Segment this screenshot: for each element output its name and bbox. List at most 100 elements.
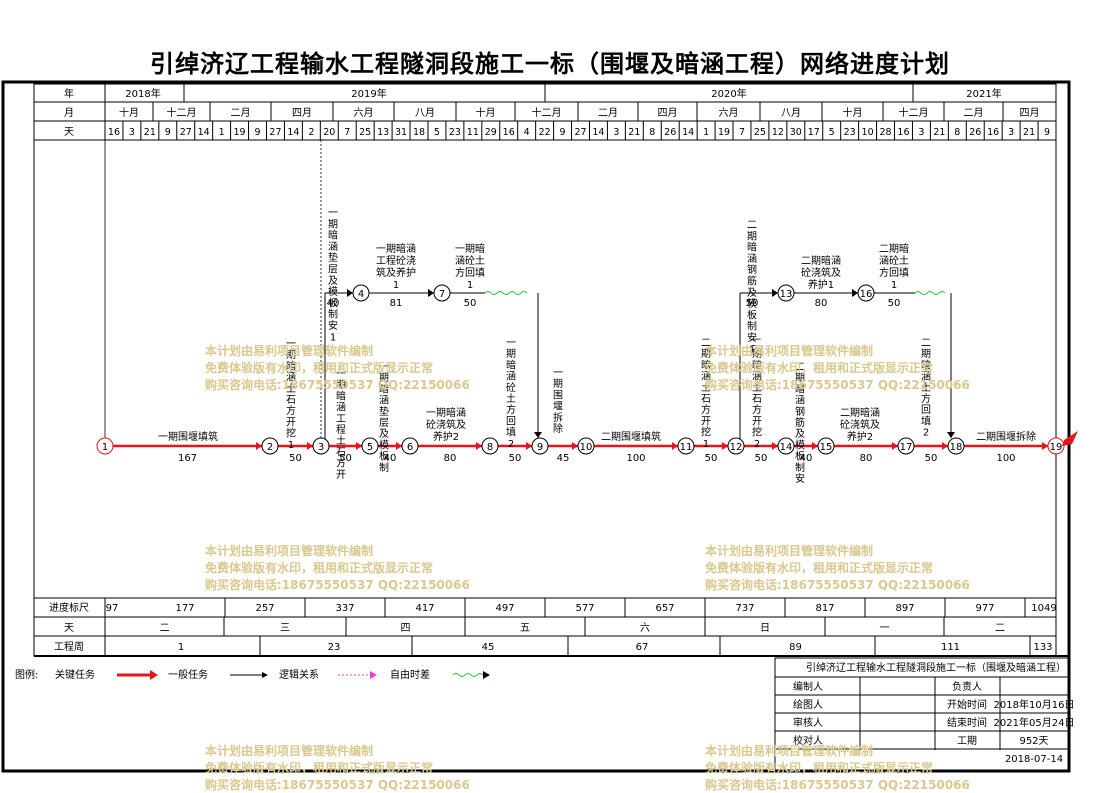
scale-tick: 337 [335, 603, 354, 614]
info-end-date: 2021年05月24日 [994, 716, 1075, 729]
day-label: 17 [808, 127, 820, 138]
day-label: 14 [287, 127, 299, 138]
task-name-char: 二 [701, 338, 711, 349]
week-number: 133 [1033, 642, 1052, 653]
month-label: 十二月 [899, 106, 929, 119]
task-name-char: 二 [921, 338, 931, 349]
task-duration: 50 [509, 453, 522, 464]
month-label: 二月 [231, 107, 251, 119]
outer-border [1, 80, 1071, 773]
week-number: 45 [482, 642, 495, 653]
arrowhead [722, 442, 728, 450]
node-circle [261, 437, 279, 455]
scale-tick: 177 [175, 603, 194, 614]
task-name-char: 涵 [795, 395, 805, 407]
task-name-char: 板 [795, 450, 805, 463]
task-name-char: 垫 [328, 251, 338, 264]
task-name-char: 暗 [921, 358, 931, 371]
task-duration: 167 [178, 453, 197, 464]
legend-arrowhead [370, 671, 377, 679]
node-number: 9 [537, 442, 543, 453]
task-name-char: 期 [286, 349, 296, 361]
task-name-char: 暗 [379, 382, 389, 395]
day-label: 28 [879, 127, 891, 138]
watermark-line: 本计划由易利项目管理软件编制 [205, 343, 373, 358]
node-number: 8 [487, 442, 493, 453]
watermark-line: 本计划由易利项目管理软件编制 [705, 743, 873, 758]
info-duration: 952天 [1019, 736, 1048, 747]
task-name-char: 涵 [506, 371, 516, 383]
info-label: 编制人 [793, 680, 823, 693]
task-name-char: 及 [747, 287, 757, 299]
task-name-char: 期 [795, 372, 805, 384]
arrowhead [942, 442, 948, 450]
task-name-char: 暗 [747, 241, 757, 254]
node-number: 1 [102, 442, 108, 453]
float-line [484, 291, 528, 295]
task-name-char: 开 [752, 416, 762, 427]
task-name-char: 及 [795, 428, 805, 440]
task-name: 一期围堰填筑 [158, 430, 218, 443]
task-name-char: 填 [921, 414, 931, 427]
day-label: 1 [219, 127, 225, 138]
watermark-line: 购买咨询电话:18675550537 QQ:22150066 [205, 377, 470, 392]
task-name-char: 方 [701, 403, 711, 416]
task-name: 一期暗涵 [376, 242, 416, 255]
task-name-char: 填 [506, 426, 516, 439]
task-duration: 50 [746, 298, 759, 309]
task-name-char: 安 [328, 319, 338, 332]
day-label: 3 [129, 127, 135, 138]
task-name-char: 一 [336, 369, 346, 380]
task-duration: 80 [860, 453, 873, 464]
node-number: 18 [950, 442, 963, 453]
task-name-char: 安 [747, 331, 757, 344]
task-name-char: 暗 [286, 359, 296, 372]
task-name-char: 除 [553, 422, 563, 435]
task-name-char: 暗 [336, 389, 346, 402]
task-name-char: 一 [553, 368, 563, 379]
node-circle [352, 284, 370, 302]
node-number: 13 [780, 289, 793, 300]
task-name-char: 涵 [286, 372, 296, 384]
task-duration: 50 [289, 453, 302, 464]
scale-tick: 977 [975, 603, 994, 614]
node-circle [481, 437, 499, 455]
legend-arrowhead [150, 670, 158, 680]
task-name-char: 挖 [701, 426, 711, 439]
node-circle [777, 284, 795, 302]
day-label: 16 [897, 127, 909, 138]
day-label: 8 [649, 127, 655, 138]
watermark-line: 免费体验版有水印，租用和正式版显示正常 [205, 360, 433, 375]
year-label: 2019年 [351, 87, 386, 100]
week-number: 111 [941, 642, 960, 653]
watermark-line: 购买咨询电话:18675550537 QQ:22150066 [205, 577, 470, 592]
task-name: 涵砼土 [455, 254, 485, 267]
task-name-char: 土 [752, 381, 762, 394]
day-label: 3 [1008, 127, 1014, 138]
node-circle [577, 437, 595, 455]
task-name-char: 1 [330, 332, 336, 343]
scale-tick: 737 [735, 603, 754, 614]
day-label: 19 [234, 127, 246, 138]
info-print-date: 2018-07-14 [1005, 754, 1063, 765]
task-name-char: 回 [506, 415, 516, 427]
day-label: 22 [539, 127, 551, 138]
day-label: 8 [954, 127, 960, 138]
year-row-label: 年 [64, 87, 74, 100]
arrowhead [428, 289, 434, 297]
task-name-char: 一 [506, 338, 516, 349]
task-name: 二期暗涵 [840, 406, 880, 419]
node-number: 2 [267, 442, 273, 453]
node-circle [947, 437, 965, 455]
arrowhead [476, 442, 482, 450]
node-circle [897, 437, 915, 455]
day-label: 14 [682, 127, 694, 138]
task-name-char: 土 [286, 382, 296, 395]
task-name-char: 一 [328, 208, 338, 219]
month-label: 十月 [476, 106, 496, 119]
task-name-char: 一 [286, 339, 296, 350]
task-name: 1 [467, 280, 473, 291]
info-label: 结束时间 [947, 716, 987, 729]
day-label: 1 [703, 127, 709, 138]
task-name-char: 石 [701, 394, 711, 405]
